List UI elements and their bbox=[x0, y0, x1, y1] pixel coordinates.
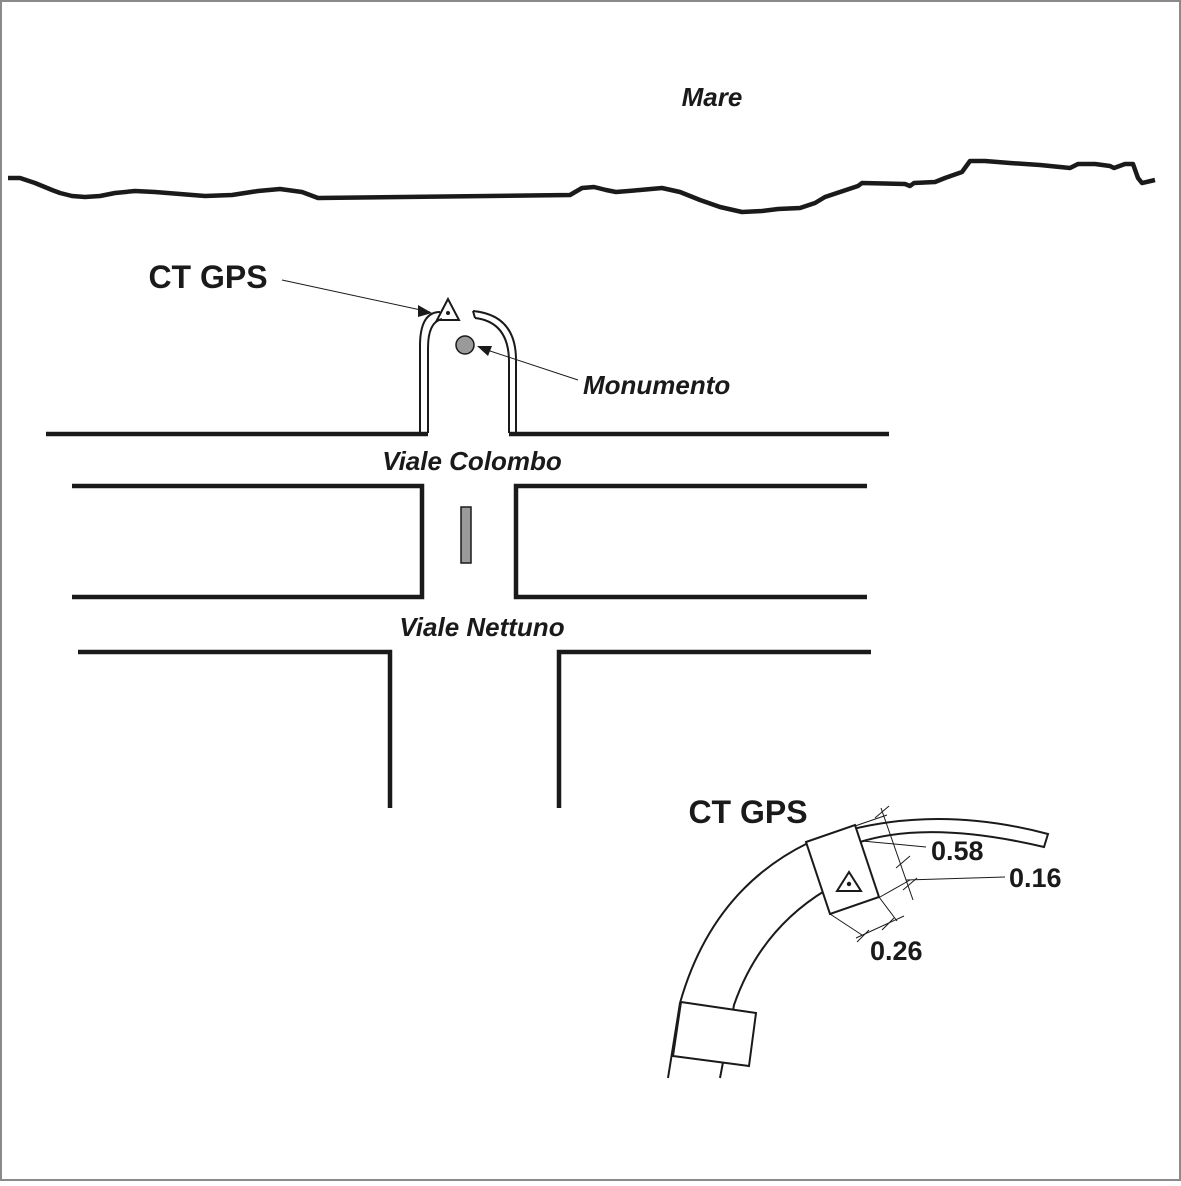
detail-walkway-inner bbox=[719, 889, 827, 1079]
block-lower-left bbox=[78, 649, 393, 808]
monument-label: Monumento bbox=[583, 370, 730, 400]
street-label-colombo: Viale Colombo bbox=[382, 446, 562, 476]
block-right bbox=[513, 483, 867, 600]
monument-leader-line bbox=[480, 347, 579, 381]
station-leader-arrowhead bbox=[418, 305, 432, 317]
dimension-label-016: 0.16 bbox=[1009, 863, 1062, 893]
path-outer-left bbox=[419, 311, 441, 433]
path-inner-right bbox=[474, 317, 510, 433]
coastline bbox=[8, 158, 1156, 215]
filled-circle-icon bbox=[455, 335, 475, 355]
dimension-label-026: 0.26 bbox=[870, 936, 923, 966]
monument-leader-arrowhead bbox=[477, 346, 492, 356]
station-label: CT GPS bbox=[148, 259, 267, 295]
detail-station-label: CT GPS bbox=[688, 794, 807, 830]
rectangle-icon bbox=[460, 506, 472, 564]
sea-label: Mare bbox=[682, 82, 743, 112]
block-lower-right bbox=[556, 649, 871, 808]
path-end-cap bbox=[472, 310, 476, 319]
detail-lower-block bbox=[671, 1000, 758, 1068]
triangle-with-dot-icon bbox=[435, 296, 461, 321]
detail-triangle-with-dot-icon bbox=[835, 870, 863, 892]
dimension-label-058: 0.58 bbox=[931, 836, 984, 866]
path-inner-left bbox=[427, 318, 443, 433]
detail-walkway-outer bbox=[667, 817, 1050, 1079]
street-label-nettuno: Viale Nettuno bbox=[399, 612, 564, 642]
block-left bbox=[72, 483, 425, 600]
station-leader-line bbox=[281, 279, 431, 313]
dimension-lines bbox=[829, 805, 1006, 943]
